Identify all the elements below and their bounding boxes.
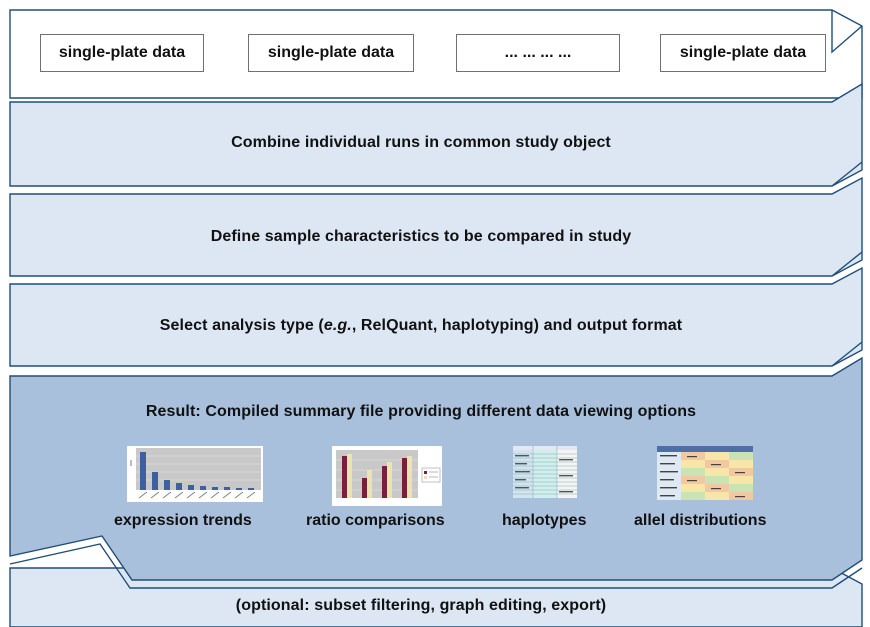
panel-select-fold (831, 341, 863, 367)
view-caption-haplotypes: haplotypes (502, 512, 587, 529)
panel-result-fold (9, 543, 863, 589)
step-select-italic: e.g. (323, 317, 352, 334)
table-thumbnail-icon (513, 446, 577, 498)
plate-box-1: single-plate data (40, 34, 204, 72)
panel-input (9, 9, 863, 99)
step-result: Result: Compiled summary file providing … (145, 403, 697, 420)
step-optional: (optional: subset filtering, graph editi… (235, 597, 607, 614)
step-define: Define sample characteristics to be comp… (210, 228, 632, 245)
plate-label: single-plate data (267, 44, 395, 61)
step-select-suffix: , RelQuant, haplotyping) and output form… (351, 317, 683, 334)
panel-input-fold (831, 10, 863, 54)
plate-label: single-plate data (58, 44, 186, 61)
step-select-prefix: Select analysis type ( (159, 317, 324, 334)
plate-label: ... ... ... ... (504, 44, 572, 61)
panel-define-fold (831, 251, 863, 277)
step-select: Select analysis type (e.g., RelQuant, ha… (10, 317, 832, 335)
panel-combine-fold (831, 161, 863, 187)
panel-define (9, 176, 863, 277)
panel-combine (9, 82, 863, 187)
grouped-bar-chart-thumbnail-icon (332, 446, 442, 506)
panel-select (9, 266, 863, 367)
plate-box-ellipsis: ... ... ... ... (456, 34, 620, 72)
plate-label: single-plate data (679, 44, 807, 61)
plate-box-2: single-plate data (248, 34, 414, 72)
view-caption-allel-distributions: allel distributions (634, 512, 767, 529)
bar-chart-thumbnail-icon (127, 446, 263, 502)
plate-box-4: single-plate data (660, 34, 826, 72)
view-caption-expression-trends: expression trends (114, 512, 252, 529)
heatmap-table-thumbnail-icon (657, 446, 753, 500)
view-caption-ratio-comparisons: ratio comparisons (306, 512, 445, 529)
step-combine: Combine individual runs in common study … (231, 134, 611, 151)
